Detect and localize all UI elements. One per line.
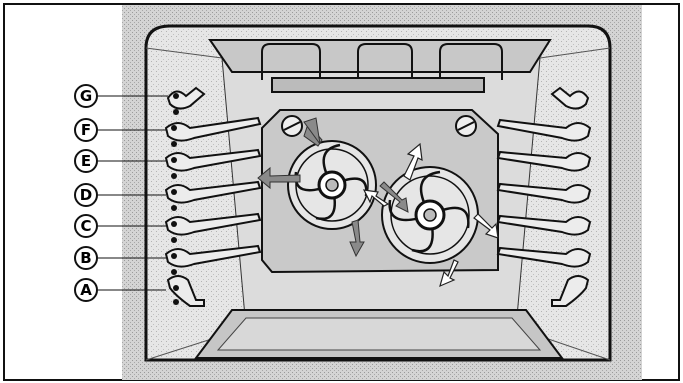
shelf-label-a: A bbox=[75, 279, 97, 301]
svg-text:G: G bbox=[80, 87, 92, 105]
shelf-label-c: C bbox=[75, 215, 97, 237]
svg-text:D: D bbox=[80, 186, 92, 204]
shelf-label-b: B bbox=[75, 247, 97, 269]
shelf-label-g: G bbox=[75, 85, 97, 107]
svg-text:E: E bbox=[81, 152, 91, 170]
svg-text:C: C bbox=[80, 217, 91, 235]
shelf-label-e: E bbox=[75, 150, 97, 172]
svg-text:F: F bbox=[81, 121, 91, 139]
panel-screw-left bbox=[282, 116, 302, 136]
svg-text:B: B bbox=[80, 249, 91, 267]
shelf-label-d: D bbox=[75, 184, 97, 206]
fan-left bbox=[288, 141, 376, 229]
shelf-label-f: F bbox=[75, 119, 97, 141]
panel-screw-right bbox=[456, 116, 476, 136]
fan-right bbox=[382, 167, 478, 263]
svg-text:A: A bbox=[80, 281, 92, 299]
